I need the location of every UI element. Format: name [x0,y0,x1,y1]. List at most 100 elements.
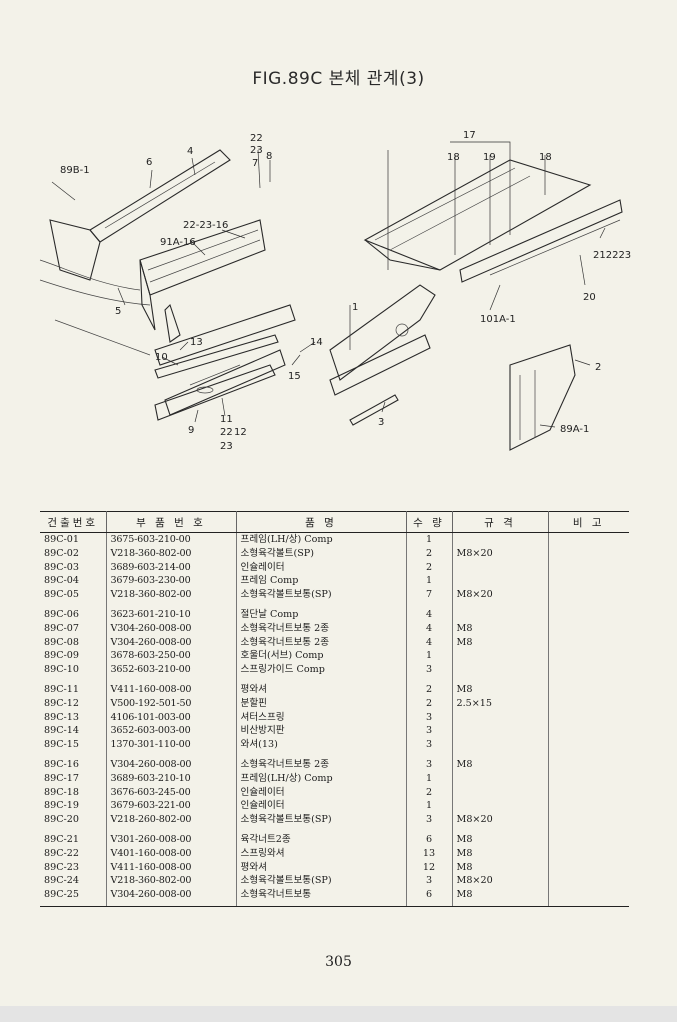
cell-part-name: 프레임(LH/상) Comp [236,771,407,786]
cell-note [548,833,629,847]
cell-quantity: 3 [406,663,453,677]
spacer-cell [236,601,407,608]
spacer-cell [40,601,107,608]
callout-22b: 22 [220,427,233,438]
callout-101A-1: 101A-1 [480,314,516,325]
cell-part-number: V218-260-802-00 [106,813,237,827]
cell-spec: M8 [452,846,549,861]
cell-part-number: V304-260-008-00 [106,621,237,636]
spacer-cell [452,601,549,608]
callout-14: 14 [310,337,323,348]
callout-15: 15 [288,371,301,382]
cell-part-number: V500-192-501-50 [106,696,237,711]
diagram-drawing: 89B-1 6 4 22 23 7 8 22-23-16 91A-16 5 13… [39,130,631,452]
cell-part-name: 절단날 Comp [236,607,407,622]
cell-spec: M8×20 [452,874,549,889]
cell-part-name: 평와셔 [236,860,407,875]
cell-ref-no: 89C-19 [40,799,107,814]
cell-spec [452,560,549,575]
cell-part-number: 3678-603-250-00 [106,649,237,664]
callout-8: 8 [266,151,272,162]
cell-quantity: 1 [406,799,453,814]
cell-ref-no: 89C-23 [40,860,107,875]
spacer-cell [406,676,453,683]
group-spacer [40,826,629,833]
cell-note [548,608,629,622]
callout-2: 2 [595,362,601,373]
cell-note [548,861,629,875]
cell-part-name: 소형육각너트보통 2종 [236,635,407,650]
cell-note [548,622,629,636]
cell-ref-no: 89C-03 [40,560,107,575]
cell-quantity: 2 [406,560,453,575]
spacer-cell [106,826,237,833]
cell-quantity: 1 [406,649,453,664]
callout-89B-1: 89B-1 [60,165,90,176]
cell-quantity: 2 [406,682,453,697]
callout-18b: 18 [539,152,552,163]
cell-spec: M8 [452,682,549,697]
group-spacer [40,751,629,758]
cell-spec [452,663,549,677]
spacer-cell [452,751,549,758]
cell-spec [452,785,549,800]
figure-title: FIG.89C 본체 관계(3) [252,69,425,89]
callout-19: 19 [483,152,496,163]
header-ref-no: 건출번호 [40,511,107,533]
cell-note [548,724,629,738]
cell-ref-no: 89C-20 [40,813,107,827]
cell-ref-no: 89C-01 [40,532,107,547]
cell-quantity: 12 [406,860,453,875]
header-note: 비 고 [548,511,629,533]
callout-20: 20 [583,292,596,303]
callout-1: 1 [352,302,358,313]
cell-note [548,738,629,752]
cell-spec: M8 [452,635,549,650]
cell-part-number: V304-260-008-00 [106,757,237,772]
cell-ref-no: 89C-02 [40,546,107,561]
cell-ref-no: 89C-08 [40,635,107,650]
cell-ref-no: 89C-12 [40,696,107,711]
cell-part-name: 인슐레이터 [236,785,407,800]
cell-part-number: V218-360-802-00 [106,588,237,602]
callout-17: 17 [463,130,476,141]
cell-spec [452,607,549,622]
cell-note [548,574,629,588]
spacer-cell [40,676,107,683]
callout-22: 22 [250,133,263,144]
cell-spec: M8×20 [452,546,549,561]
cell-part-name: 소형육각볼트보통(SP) [236,813,407,827]
spacer-cell [452,676,549,683]
cell-part-number: 3679-603-221-00 [106,799,237,814]
cell-part-number: 3623-601-210-10 [106,607,237,622]
cell-spec [452,574,549,589]
cell-spec: M8 [452,757,549,772]
cell-quantity: 3 [406,724,453,739]
callout-6: 6 [146,157,152,168]
cell-quantity: 13 [406,846,453,861]
cell-note [548,697,629,711]
holder-sub-assembly [329,284,436,396]
cell-part-number: 3679-603-230-00 [106,574,237,589]
spacer-cell [40,826,107,833]
cell-spec [452,649,549,664]
spacer-cell [406,751,453,758]
cell-quantity: 3 [406,757,453,772]
cell-quantity: 4 [406,621,453,636]
cell-ref-no: 89C-05 [40,588,107,602]
header-quantity: 수 량 [406,511,453,533]
cell-spec: M8 [452,888,549,907]
cutting-blade-holder [154,304,296,421]
cell-note [548,786,629,800]
cell-part-name: 소형육각볼트보통(SP) [236,588,407,602]
cell-ref-no: 89C-16 [40,757,107,772]
cell-part-number: 3675-603-210-00 [106,532,237,547]
